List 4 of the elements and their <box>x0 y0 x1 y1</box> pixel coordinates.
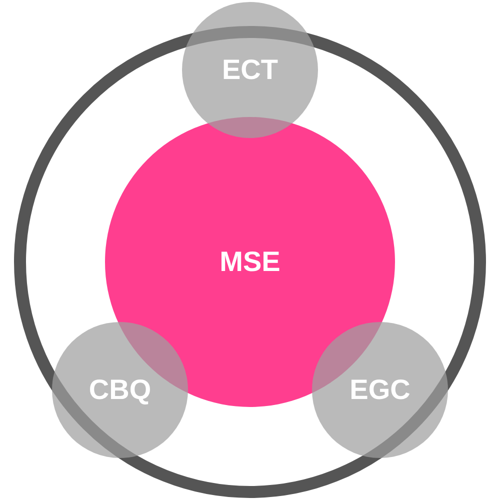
circle-label: MSE <box>220 246 280 278</box>
circle-label: EGC <box>350 374 410 406</box>
circle-label: CBQ <box>88 374 152 406</box>
circle-label: ECT <box>222 54 278 86</box>
